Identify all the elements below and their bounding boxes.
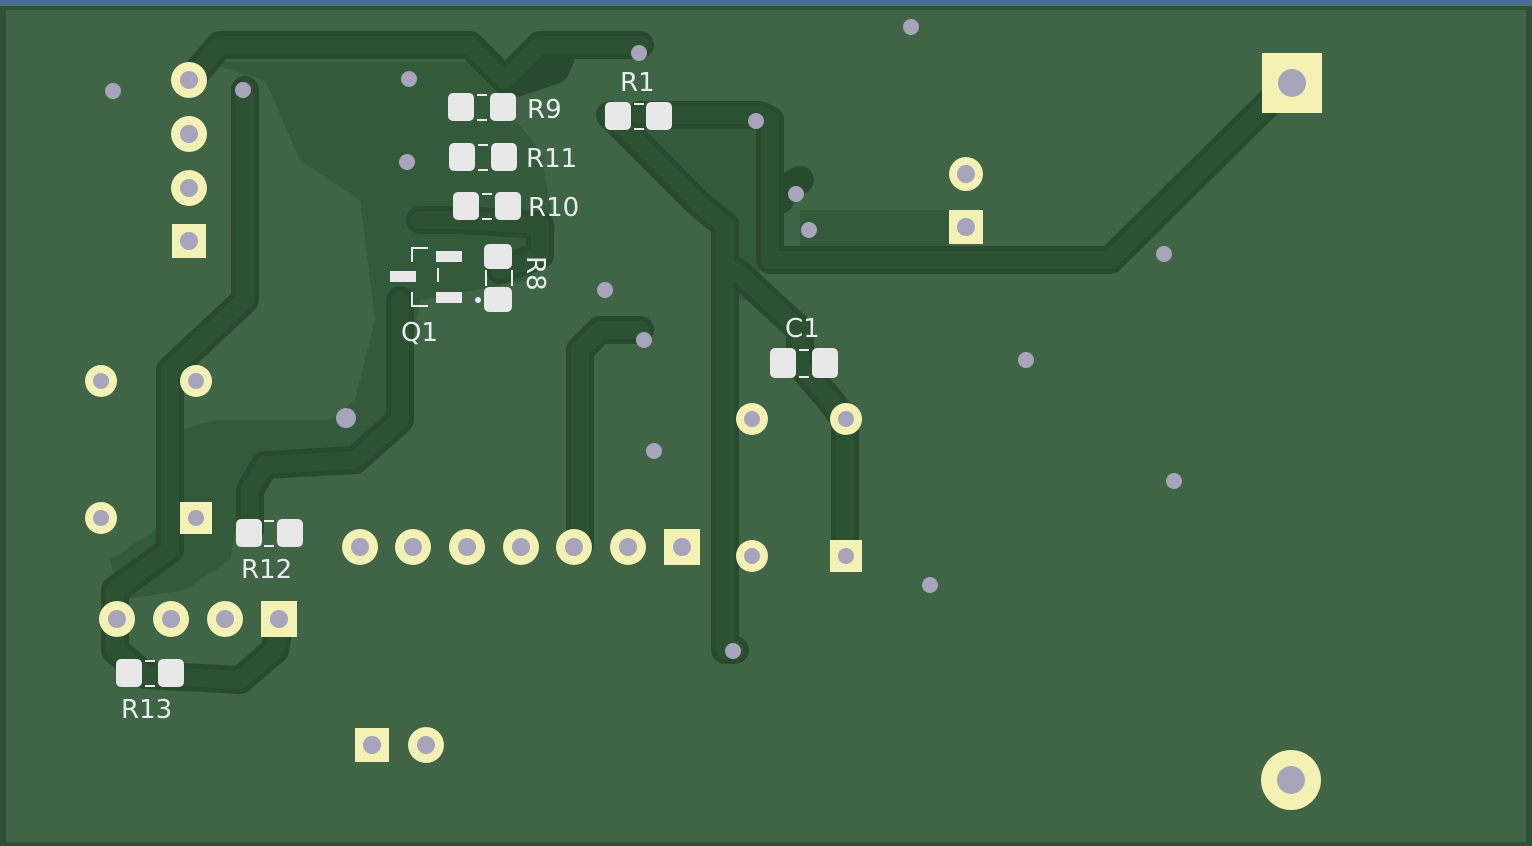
via (788, 186, 804, 202)
pad-round (171, 170, 207, 206)
pad-round (153, 601, 189, 637)
ref-r1: R1 (620, 68, 655, 98)
pad-round (99, 601, 135, 637)
via (646, 443, 662, 459)
pad-round (395, 529, 431, 565)
pad-pair-r13 (116, 659, 184, 687)
pad-round (342, 529, 378, 565)
silk-labels: R1 R9 R11 R10 R8 Q1 C1 R12 R13 (121, 68, 820, 725)
silk-outlines (145, 94, 809, 687)
via (597, 282, 613, 298)
pad-square-large (1262, 53, 1322, 113)
pad-round (180, 365, 212, 397)
pad-square (830, 540, 862, 572)
pad-round (736, 403, 768, 435)
pad-round (556, 529, 592, 565)
via (336, 408, 356, 428)
via (748, 113, 764, 129)
pad-round (207, 601, 243, 637)
via (631, 45, 647, 61)
ref-r10: R10 (528, 193, 579, 223)
pad-q1 (390, 251, 462, 303)
pad-round (171, 62, 207, 98)
via (1156, 246, 1172, 262)
pad-pair-r12 (236, 519, 303, 547)
pad-round (449, 529, 485, 565)
pad-square (180, 502, 212, 534)
zone-left (110, 62, 555, 600)
via (801, 222, 817, 238)
top-stripe (0, 0, 1532, 6)
pad-round (85, 502, 117, 534)
via (1166, 473, 1182, 489)
pad-round (949, 157, 983, 191)
pad-round-large (1261, 750, 1321, 810)
pad-square (355, 728, 389, 762)
pad-pair-r1 (605, 102, 672, 130)
via (399, 154, 415, 170)
pad-pair-c1 (770, 348, 838, 378)
ref-c1: C1 (785, 314, 820, 344)
via (1018, 352, 1034, 368)
ref-q1: Q1 (401, 318, 438, 348)
pad-round (85, 365, 117, 397)
via (105, 83, 121, 99)
via (401, 71, 417, 87)
pad-round (171, 116, 207, 152)
via (636, 332, 652, 348)
pad-round (503, 529, 539, 565)
pad-square (664, 529, 700, 565)
ref-r12: R12 (241, 555, 292, 585)
ref-r11: R11 (526, 144, 577, 174)
via (922, 577, 938, 593)
smd-pads (116, 93, 838, 687)
via (235, 82, 251, 98)
pad-pair-r9 (448, 93, 516, 121)
pad-round (736, 540, 768, 572)
vias (105, 19, 1182, 659)
pad-pair-r8 (484, 244, 512, 312)
via (903, 19, 919, 35)
pad-pair-r10 (453, 192, 521, 220)
pad-pair-r11 (449, 143, 517, 171)
pad-square (949, 210, 983, 244)
pad-round (408, 727, 444, 763)
ref-r13: R13 (121, 695, 172, 725)
pad-round (610, 529, 646, 565)
pad-square (261, 601, 297, 637)
ref-r8: R8 (520, 256, 550, 291)
pad-round (830, 403, 862, 435)
tht-pads (85, 53, 1322, 810)
pad-square (172, 224, 206, 258)
via (725, 643, 741, 659)
ref-r9: R9 (527, 95, 562, 125)
traces (101, 31, 1304, 694)
q1-pin1-marker (475, 297, 481, 303)
